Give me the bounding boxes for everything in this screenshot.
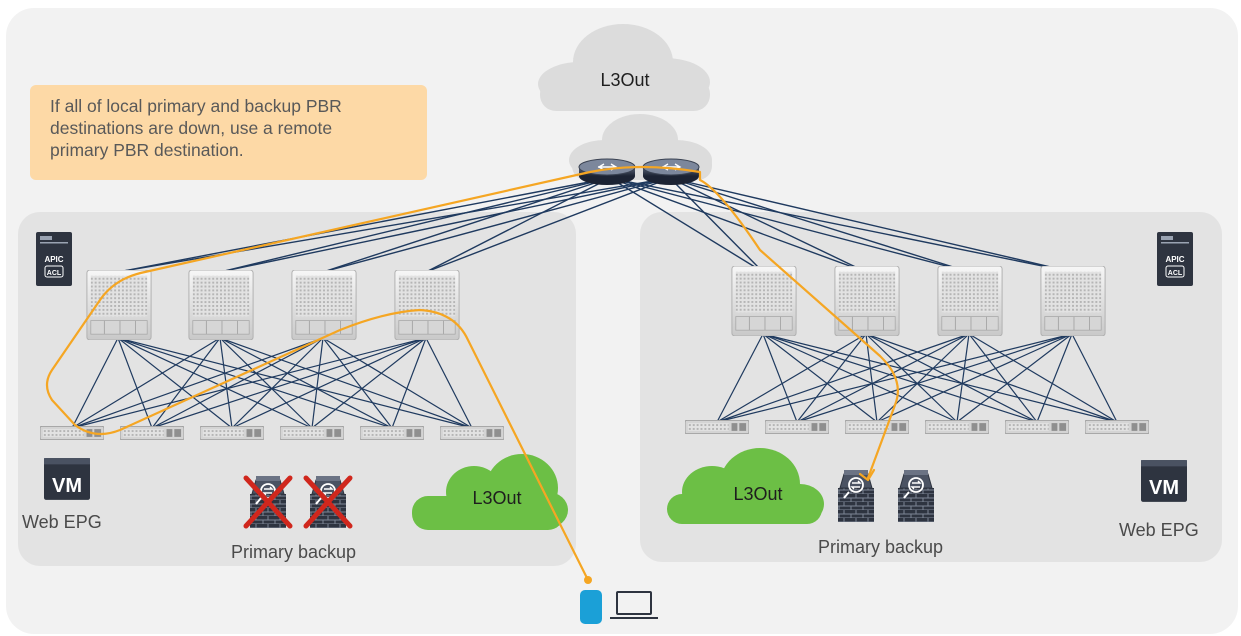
epg-label: Web EPG	[22, 512, 102, 532]
leaf-switch-icon	[1085, 420, 1149, 434]
firewall-group-label: Primary backup	[231, 542, 357, 562]
spine-switch-icon	[731, 266, 797, 336]
spine-switch-icon	[1040, 266, 1106, 336]
callout-line: primary PBR destination.	[50, 140, 244, 160]
leaf-switch-icon	[440, 426, 504, 440]
leaf-switch-icon	[845, 420, 909, 434]
cloud-icon	[412, 454, 568, 530]
svg-text:VM: VM	[1149, 477, 1179, 499]
laptop-icon	[610, 591, 658, 619]
callout-line: destinations are down, use a remote	[50, 118, 333, 138]
cloud-icon	[667, 448, 824, 524]
leaf-switch-icon	[925, 420, 989, 434]
spine-switch-icon	[291, 270, 357, 340]
svg-text:ACL: ACL	[1168, 270, 1183, 277]
leaf-switch-icon	[685, 420, 749, 434]
path-start-dot	[584, 576, 592, 584]
router-icon	[642, 158, 700, 186]
callout-line: If all of local primary and backup PBR	[50, 96, 342, 116]
firewall-icon	[898, 470, 934, 522]
firewall-group-label: Primary backup	[818, 537, 944, 557]
callout-note: If all of local primary and backup PBR d…	[30, 85, 427, 180]
svg-text:APIC: APIC	[1165, 255, 1184, 264]
cloud-label: L3Out	[472, 488, 521, 508]
leaf-switch-icon	[360, 426, 424, 440]
apic-icon: APIC ACL	[1157, 232, 1193, 286]
spine-switch-icon	[188, 270, 254, 340]
cloud-label: L3Out	[600, 70, 649, 90]
leaf-switch-icon	[1005, 420, 1069, 434]
traffic-path	[45, 165, 899, 582]
wan-links	[117, 177, 1073, 273]
cloud-label: L3Out	[733, 484, 782, 504]
leaf-switch-icon	[200, 426, 264, 440]
svg-text:APIC: APIC	[44, 255, 63, 264]
leaf-switch-icon	[280, 426, 344, 440]
down-x-icon	[243, 475, 353, 529]
leaf-switch-icon	[765, 420, 829, 434]
vm-icon: VM	[1141, 460, 1187, 502]
spine-switch-icon	[394, 270, 460, 340]
vm-icon: VM	[44, 458, 90, 500]
leaf-switch-icon	[120, 426, 184, 440]
apic-icon: APIC ACL	[36, 232, 72, 286]
epg-label: Web EPG	[1119, 520, 1199, 540]
cloud-icon	[538, 24, 710, 111]
svg-text:VM: VM	[52, 475, 82, 497]
svg-text:ACL: ACL	[47, 270, 62, 277]
left-fabric-links	[71, 337, 473, 429]
spine-switch-icon	[937, 266, 1003, 336]
endpoint-icon	[580, 590, 602, 624]
